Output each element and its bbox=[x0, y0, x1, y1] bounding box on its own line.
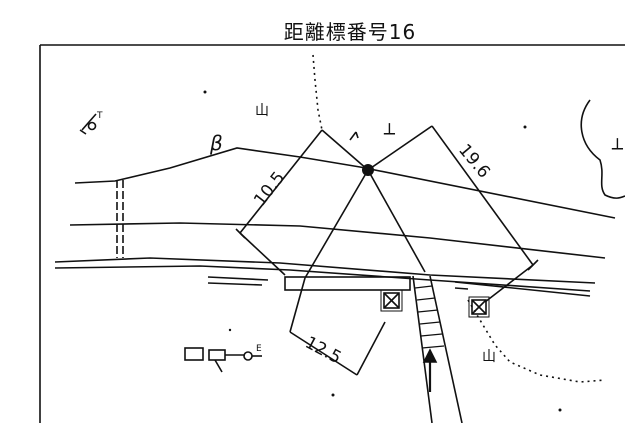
benchmark-symbol: ┴ bbox=[383, 123, 396, 145]
measure-tick-left bbox=[235, 228, 246, 239]
scatter-dots bbox=[203, 90, 562, 412]
measure-line-bottom-base bbox=[289, 331, 358, 376]
measurement-label-left: 10.5 bbox=[250, 168, 289, 210]
wall-line-4 bbox=[454, 287, 469, 290]
benchmark-symbol-right: ┴ bbox=[611, 138, 624, 160]
mountain-symbol-right: 山 bbox=[482, 349, 496, 365]
stairs-right bbox=[429, 275, 463, 424]
measure-line-right-down bbox=[484, 264, 534, 303]
t-mark: T bbox=[96, 111, 103, 121]
road-line-middle bbox=[69, 222, 606, 259]
road-line-lower-2 bbox=[54, 265, 591, 292]
measure-line-right-up bbox=[367, 125, 433, 171]
measure-line-bottom-drop bbox=[289, 277, 306, 333]
stairs-left bbox=[412, 275, 433, 424]
building-icon bbox=[468, 296, 490, 318]
measure-line-bottom-right bbox=[367, 169, 426, 273]
measure-line-left-up bbox=[321, 129, 369, 171]
tower-icon bbox=[349, 131, 359, 141]
page-title: 距離標番号16 bbox=[283, 20, 417, 44]
e-mark: E bbox=[256, 344, 262, 354]
survey-point-icon bbox=[362, 164, 374, 176]
wall-line-1 bbox=[207, 276, 269, 281]
measure-tick-right bbox=[527, 259, 539, 271]
north-arrow-icon bbox=[79, 113, 97, 135]
measure-line-bottom-rise bbox=[356, 321, 386, 376]
beta-symbol: β bbox=[209, 131, 223, 155]
road-line-lower bbox=[54, 257, 596, 284]
measure-line-left-down bbox=[239, 232, 286, 276]
wall-line-2 bbox=[207, 282, 263, 286]
wall-block bbox=[284, 276, 411, 291]
gate-structure bbox=[184, 347, 262, 373]
measure-line-bottom-left bbox=[304, 169, 369, 279]
wall-line-3 bbox=[454, 281, 591, 297]
measure-line-left-long bbox=[239, 129, 323, 234]
measure-line-right-long bbox=[431, 125, 534, 266]
embankment-line-upper bbox=[74, 147, 616, 219]
building-icon bbox=[380, 289, 403, 312]
measurement-label-right: 19.6 bbox=[454, 140, 494, 182]
river-curve bbox=[580, 99, 625, 199]
trail-dotted-upper bbox=[312, 54, 323, 131]
arrow-up-icon bbox=[422, 348, 438, 392]
mountain-symbol-left: 山 bbox=[255, 103, 269, 119]
stairs-steps bbox=[414, 285, 445, 349]
